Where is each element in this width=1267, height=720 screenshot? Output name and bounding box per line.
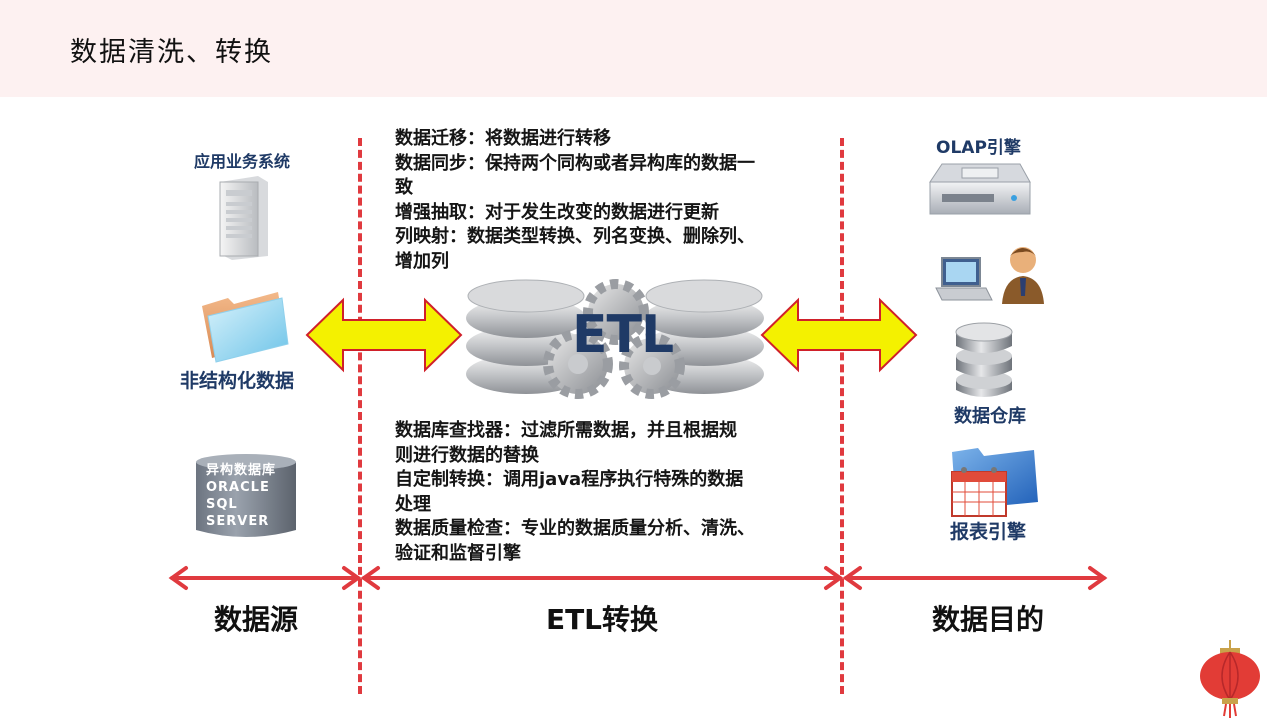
etl-feature-line: 致	[395, 177, 413, 198]
heterogeneous-db-text: 异构数据库 ORACLE SQL SERVER	[206, 462, 276, 530]
etl-feature-line: 数据迁移：将数据进行转移	[395, 128, 611, 149]
left-divider	[358, 138, 362, 694]
heterogeneous-db-line: SQL	[206, 497, 238, 512]
etl-feature-line: 自定制转换：调用java程序执行特殊的数据	[395, 469, 744, 490]
server-icon	[219, 176, 268, 260]
etl-logo-text: ETL	[572, 305, 674, 365]
etl-feature-line: 验证和监督引擎	[395, 542, 521, 564]
right-divider	[840, 138, 844, 694]
etl-features-top: 数据迁移：将数据进行转移 数据同步：保持两个同构或者异构库的数据一 致 增强抽取…	[395, 127, 755, 274]
etl-feature-line: 数据质量检查：专业的数据质量分析、清洗、	[395, 518, 755, 539]
app-system-label: 应用业务系统	[194, 152, 291, 171]
data-warehouse-icon	[955, 322, 1013, 397]
etl-feature-line: 则进行数据的替换	[395, 444, 539, 466]
user-icon	[1002, 247, 1044, 304]
heterogeneous-db-line: 异构数据库	[206, 463, 277, 478]
page-title: 数据清洗、转换	[70, 37, 273, 68]
report-engine-label: 报表引擎	[950, 521, 1027, 543]
section-label-etl: ETL转换	[545, 603, 659, 636]
olap-device-icon	[929, 163, 1031, 215]
calendar-icon	[951, 467, 1007, 517]
etl-feature-line: 数据同步：保持两个同构或者异构库的数据一	[395, 152, 755, 174]
section-label-source: 数据源	[213, 603, 298, 636]
etl-feature-line: 增加列	[395, 250, 449, 272]
gear-icon	[543, 279, 685, 399]
database-cylinder-icon	[196, 454, 296, 537]
lantern-icon	[1200, 640, 1260, 718]
etl-feature-line: 数据库查找器：过滤所需数据，并且根据规	[395, 420, 737, 441]
header-band	[0, 0, 1267, 97]
laptop-icon	[935, 257, 993, 301]
section-label-target: 数据目的	[931, 603, 1044, 636]
section-arrows	[168, 566, 1108, 590]
olap-engine-label: OLAP引擎	[936, 138, 1021, 158]
etl-graphic	[466, 279, 764, 399]
left-double-arrow	[305, 297, 463, 373]
folder-icon	[202, 292, 289, 363]
data-warehouse-label: 数据仓库	[954, 406, 1026, 427]
heterogeneous-db-line: SERVER	[206, 514, 270, 529]
etl-feature-line: 列映射：数据类型转换、列名变换、删除列、	[395, 226, 755, 247]
right-double-arrow	[760, 297, 918, 373]
heterogeneous-db-line: ORACLE	[206, 480, 270, 495]
etl-feature-line: 处理	[395, 493, 431, 515]
etl-features-bottom: 数据库查找器：过滤所需数据，并且根据规 则进行数据的替换 自定制转换：调用jav…	[395, 419, 755, 566]
etl-feature-line: 增强抽取：对于发生改变的数据进行更新	[395, 201, 719, 223]
unstructured-data-label: 非结构化数据	[180, 370, 295, 392]
